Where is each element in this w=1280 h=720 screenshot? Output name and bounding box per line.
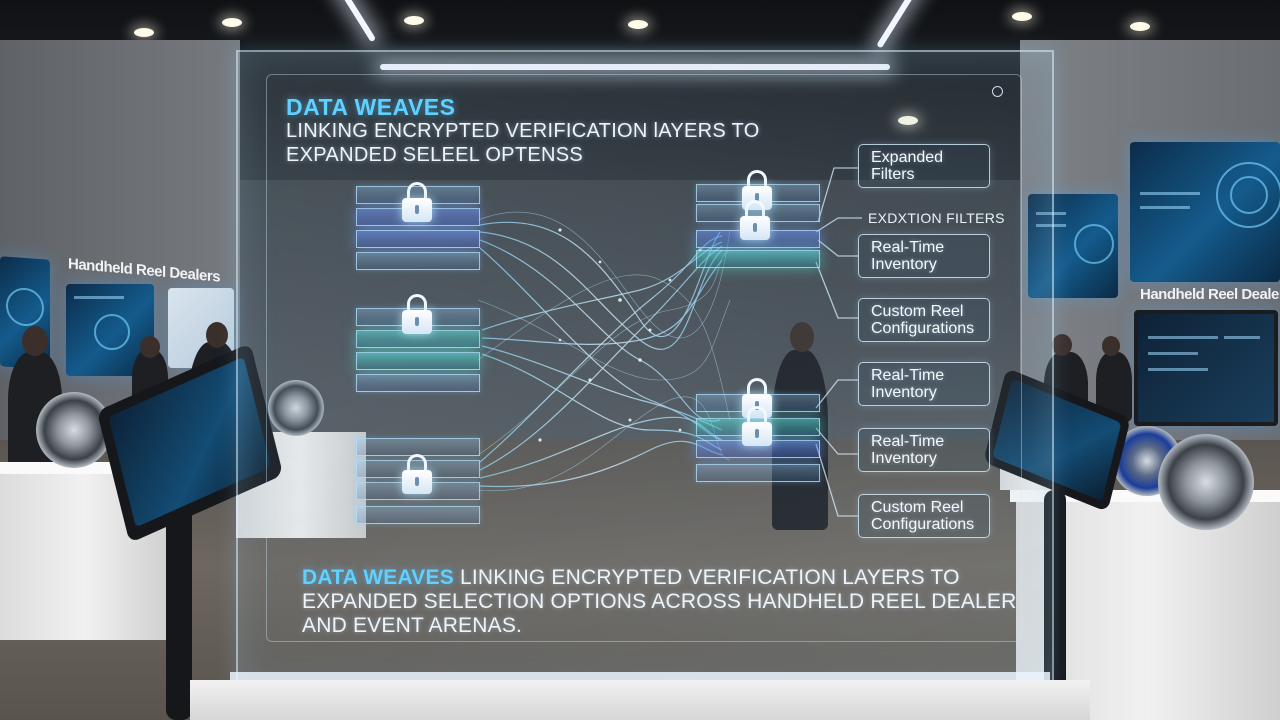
padlock-icon (402, 294, 432, 334)
reel-product (36, 392, 112, 468)
attendee-head (206, 322, 228, 348)
glass-base-stand (190, 680, 1090, 720)
panel-subtitle-line1: LINKING ENCRYPTED VERIFICATION lAYERS TO (286, 120, 760, 142)
ceiling-spotlight (1130, 22, 1150, 31)
encrypted-layer-stack (696, 378, 820, 482)
panel-subtitle-line2: EXPANDED SELEEL OPTENSS (286, 144, 583, 166)
bottom-caption-line1: DATA WEAVES LINKING ENCRYPTED VERIFICATI… (302, 566, 960, 590)
padlock-icon (402, 182, 432, 222)
attendee-head (140, 336, 160, 358)
kiosk-stand (1044, 490, 1066, 720)
encrypted-layer-stack (696, 170, 820, 268)
kiosk-stand (166, 500, 192, 720)
attendee-head (1102, 336, 1120, 356)
panel-title: DATA WEAVES (286, 94, 456, 120)
ceiling-spotlight (898, 116, 918, 125)
encrypted-layer-stack (356, 436, 480, 532)
reel-product (268, 380, 324, 436)
label-custom-reel-configurations: Custom Reel Configurations (858, 298, 990, 342)
panel-inner-frame (266, 74, 1022, 642)
ceiling-spotlight (134, 28, 154, 37)
ceiling-spotlight (628, 20, 648, 29)
booth-display-screen (1130, 142, 1280, 282)
ceiling-light-strip (333, 0, 377, 43)
bottom-caption-line3: AND EVENT ARENAS. (302, 614, 523, 637)
attendee-head (1052, 334, 1072, 356)
ceiling-light-strip (876, 0, 924, 49)
reel-product (1158, 434, 1254, 530)
attendee-head (790, 322, 814, 352)
label-custom-reel-configurations: Custom Reel Configurations (858, 494, 990, 538)
ceiling-spotlight (222, 18, 242, 27)
bottom-caption-line2: EXPANDED SELECTION OPTIONS ACROSS HANDHE… (302, 590, 1017, 613)
label-real-time-inventory: Real-Time Inventory (858, 362, 990, 406)
padlock-icon (402, 454, 432, 494)
padlock-icon (740, 200, 770, 240)
glass-base-edge (230, 672, 1050, 682)
ceiling-light-strip (380, 64, 890, 70)
bottom-caption-accent: DATA WEAVES (302, 566, 454, 589)
attendee-head (22, 326, 48, 356)
bottom-caption-line1-text: LINKING ENCRYPTED VERIFICATION LAYERS TO (453, 566, 960, 589)
label-real-time-inventory: Real-Time Inventory (858, 234, 990, 278)
booth-display-screen (1028, 194, 1118, 298)
encrypted-layer-stack (356, 294, 480, 392)
booth-sign-right: Handheld Reel Dealers (1140, 286, 1280, 303)
monitor (1134, 310, 1278, 426)
label-exdxtion-filters: EXDXTION FILTERS (868, 210, 1005, 226)
label-expanded-filters: Expanded Filters (858, 144, 990, 188)
label-real-time-inventory: Real-Time Inventory (858, 428, 990, 472)
ceiling-spotlight (1012, 12, 1032, 21)
padlock-icon (742, 406, 772, 446)
panel-indicator-icon (992, 86, 1003, 97)
encrypted-layer-stack (356, 182, 480, 278)
ceiling-spotlight (404, 16, 424, 25)
